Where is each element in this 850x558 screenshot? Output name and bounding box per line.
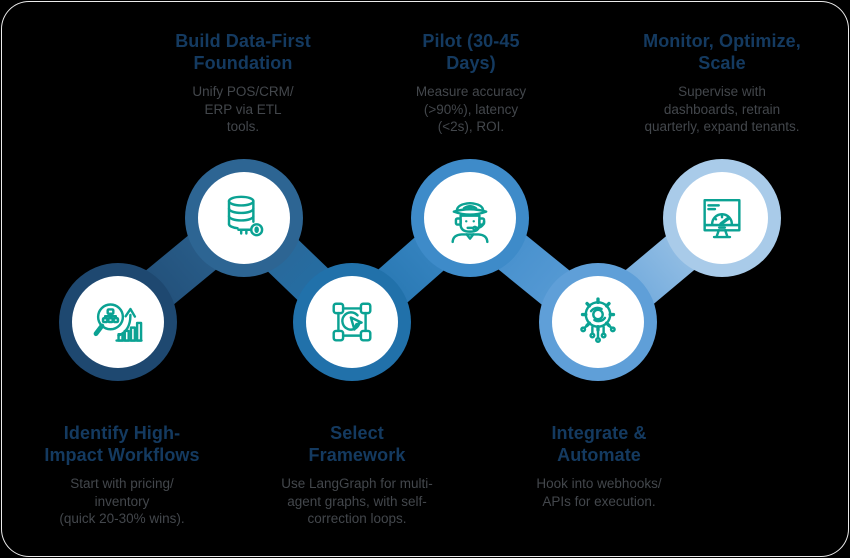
- monitor-gauge-icon: [703, 198, 741, 239]
- step-1-node: [59, 263, 177, 381]
- step-1-title: Identify High- Impact Workflows: [44, 423, 200, 465]
- step-2-desc: Unify POS/CRM/ ERP via ETL tools.: [192, 84, 294, 134]
- step-3-label: Select Framework Use LangGraph for multi…: [242, 422, 472, 528]
- pilot-icon: [451, 201, 489, 244]
- step-2-label: Build Data-First Foundation Unify POS/CR…: [128, 30, 358, 136]
- step-6-title: Monitor, Optimize, Scale: [643, 31, 801, 73]
- step-2-title: Build Data-First Foundation: [175, 31, 311, 73]
- step-3-title: Select Framework: [308, 423, 406, 465]
- framework-select-icon: [332, 302, 372, 342]
- step-1-circle: [72, 276, 164, 368]
- step-4-label: Pilot (30-45 Days) Measure accuracy (>90…: [356, 30, 586, 136]
- step-5-circle: [552, 276, 644, 368]
- gear-circuit-icon: [580, 297, 616, 343]
- step-4-node: [411, 159, 529, 277]
- step-3-circle: [306, 276, 398, 368]
- database-key-icon: [227, 195, 264, 237]
- step-6-label: Monitor, Optimize, Scale Supervise with …: [607, 30, 837, 136]
- step-2-node: [185, 159, 303, 277]
- step-5-title: Integrate & Automate: [551, 423, 647, 465]
- step-1-label: Identify High- Impact Workflows Start wi…: [7, 422, 237, 528]
- step-5-node: [539, 263, 657, 381]
- step-6-circle: [676, 172, 768, 264]
- step-1-desc: Start with pricing/ inventory (quick 20-…: [59, 476, 185, 526]
- step-2-circle: [198, 172, 290, 264]
- magnifier-growth-icon: [93, 303, 143, 342]
- step-5-label: Integrate & Automate Hook into webhooks/…: [484, 422, 714, 510]
- step-4-desc: Measure accuracy (>90%), latency (<2s), …: [415, 84, 527, 134]
- step-3-node: [293, 263, 411, 381]
- step-6-desc: Supervise with dashboards, retrain quart…: [644, 84, 800, 134]
- step-4-circle: [424, 172, 516, 264]
- step-3-desc: Use LangGraph for multi- agent graphs, w…: [281, 476, 433, 526]
- step-4-title: Pilot (30-45 Days): [422, 31, 520, 73]
- step-5-desc: Hook into webhooks/ APIs for execution.: [536, 476, 662, 509]
- step-6-node: [663, 159, 781, 277]
